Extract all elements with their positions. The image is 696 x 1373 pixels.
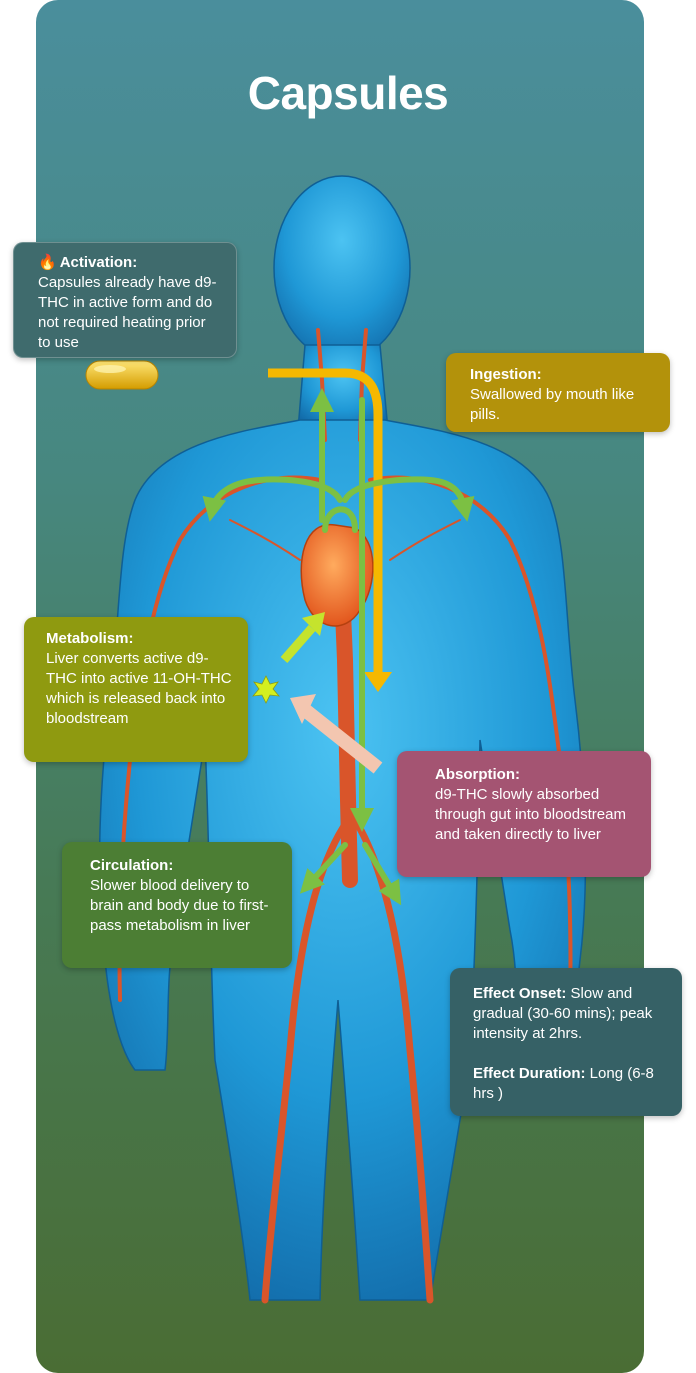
ingestion-text: Swallowed by mouth like pills. <box>470 386 635 423</box>
metabolism-card: Metabolism: Liver converts active d9-THC… <box>24 617 248 762</box>
effect-onset-text: Slow and gradual (30-60 mins); peak inte… <box>473 985 653 1042</box>
absorption-arrow <box>300 704 383 774</box>
effects-card: Effect Onset: Slow and gradual (30-60 mi… <box>450 968 682 1116</box>
circulation-heading: Circulation: <box>90 857 174 874</box>
ingestion-arrow <box>268 368 383 672</box>
metabolism-arrow <box>280 625 316 663</box>
page-title: Capsules <box>247 67 449 119</box>
activation-card: 🔥Activation: Capsules already have d9-TH… <box>13 242 237 358</box>
ingestion-arrowhead <box>364 672 392 692</box>
absorption-heading: Absorption: <box>435 766 520 783</box>
effect-duration-text: Long (6-8 hrs ) <box>473 1065 654 1102</box>
ingestion-card: Ingestion: Swallowed by mouth like pills… <box>446 353 670 432</box>
absorption-text: d9-THC slowly absorbed through gut into … <box>435 786 626 843</box>
activation-heading: 🔥Activation: <box>38 254 138 271</box>
circulation-text: Slower blood delivery to brain and body … <box>90 877 269 934</box>
absorption-card: Absorption: d9-THC slowly absorbed throu… <box>397 751 651 877</box>
effect-onset-label: Effect Onset: <box>473 985 567 1002</box>
metabolism-text: Liver converts active d9-THC into active… <box>46 650 232 727</box>
capsule-pill-icon <box>85 360 159 390</box>
flame-icon: 🔥 <box>38 254 57 271</box>
circulation-card: Circulation: Slower blood delivery to br… <box>62 842 292 968</box>
effect-onset: Effect Onset: Slow and gradual (30-60 mi… <box>473 984 670 1044</box>
metabolism-heading: Metabolism: <box>46 630 134 647</box>
ingestion-heading: Ingestion: <box>470 366 542 383</box>
star-icon <box>252 675 280 704</box>
activation-text: Capsules already have d9-THC in active f… <box>38 274 217 351</box>
heart <box>300 523 374 627</box>
effect-duration-label: Effect Duration: <box>473 1065 586 1082</box>
effect-duration: Effect Duration: Long (6-8 hrs ) <box>473 1064 670 1104</box>
